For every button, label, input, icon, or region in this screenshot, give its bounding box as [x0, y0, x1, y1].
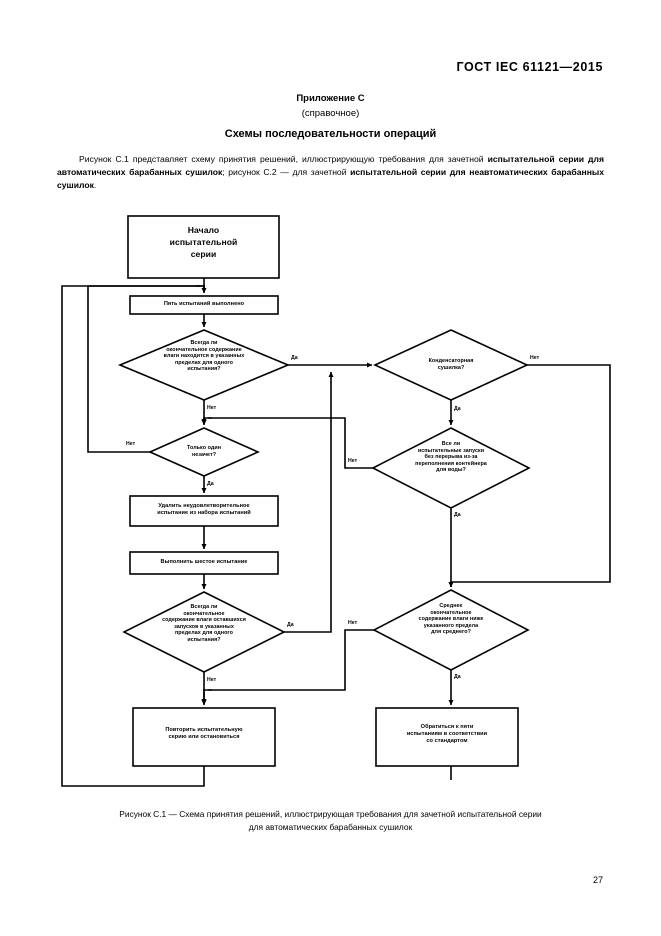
edge-repeat-to-five: [61, 285, 205, 787]
edge-label-d3-yes: Да: [287, 622, 294, 628]
node-decision-1: [117, 329, 291, 401]
section-title: Схемы последовательности операций: [224, 128, 437, 140]
node-decision-4: [373, 329, 529, 401]
node-start: [127, 215, 280, 279]
page-number: 27: [592, 875, 603, 885]
node-sixth-test: [129, 551, 279, 575]
edge-label-d4-yes: Да: [454, 406, 461, 412]
edge-d5-no-join: [201, 417, 212, 425]
annex-subtitle: (справочное): [301, 108, 360, 119]
node-repeat: [132, 707, 276, 767]
flowchart-svg: [61, 215, 611, 787]
node-decision-6: [372, 589, 530, 671]
edge-label-d5-no: Нет: [348, 458, 358, 464]
intro-run-2: испытательной серии: [487, 154, 585, 164]
edge-label-d2-no: Нет: [126, 441, 136, 447]
edge-d6-no-to-repeat: [208, 629, 374, 691]
intro-run-3: для: [584, 154, 604, 164]
edge-label-d6-yes: Да: [454, 674, 461, 680]
intro-paragraph: Рисунок С.1 представляет схему принятия …: [57, 153, 604, 193]
edge-label-d5-yes: Да: [454, 512, 461, 518]
figure-caption-line-2: для автоматических барабанных сушилок: [248, 822, 413, 832]
intro-run-7: для: [446, 167, 470, 178]
document-header: ГОСТ IEC 61121—2015: [456, 60, 603, 74]
intro-run-6: испытательной серии: [350, 167, 447, 178]
edge-label-d6-no: Нет: [348, 620, 358, 626]
intro-run-1: Рисунок С.1 представляет схему принятия …: [79, 154, 488, 164]
annex-title: Приложение С: [296, 93, 365, 104]
node-decision-2: [148, 427, 260, 477]
edge-d6-no-join: [201, 689, 212, 705]
edge-label-d1-no: Нет: [207, 405, 217, 411]
intro-run-9: .: [93, 180, 97, 191]
node-accept: [375, 707, 519, 767]
node-remove-test: [129, 495, 279, 527]
intro-run-8: неавтоматических барабанных сушилок: [57, 167, 605, 191]
edge-d5-no-to-d1: [208, 417, 373, 469]
edge-label-d4-no: Нет: [530, 355, 540, 361]
intro-run-4: автоматических барабанных сушилок: [57, 167, 223, 178]
node-decision-3: [122, 591, 286, 673]
edge-label-d2-yes: Да: [207, 481, 214, 487]
edge-label-d3-no: Нет: [207, 677, 217, 683]
figure-caption: Рисунок С.1 — Схема принятия решений, ил…: [57, 808, 604, 834]
edge-repeat-join: [196, 285, 205, 292]
node-decision-5: [371, 427, 531, 509]
node-five-tests: [129, 295, 279, 315]
figure-caption-line-1: Рисунок С.1 — Схема принятия решений, ил…: [119, 809, 542, 819]
intro-run-5: ; рисунок С.2 — для зачетной: [222, 167, 351, 178]
edge-d3-yes-riser: [284, 371, 334, 633]
edge-label-d1-yes: Да: [291, 355, 298, 361]
